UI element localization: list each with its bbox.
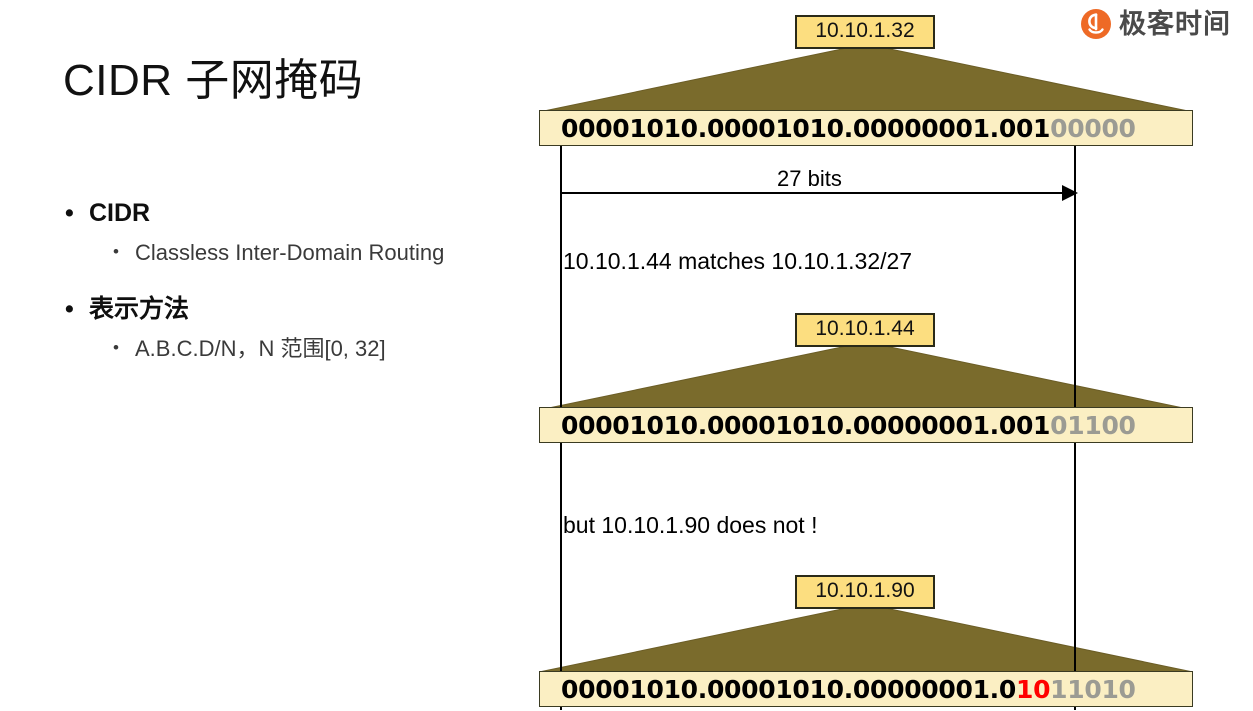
prefix-end-guide-line: [1074, 110, 1076, 710]
network-bits-2: 00001010.00001010.00000001.001: [561, 410, 1051, 440]
list-item-label: Classless Inter-Domain Routing: [135, 240, 445, 266]
mismatch-bits-3: 10: [1015, 674, 1051, 704]
page-title: CIDR 子网掩码: [63, 56, 364, 105]
list-item-notation: • 表示方法: [63, 294, 503, 325]
prefix-start-guide-line: [560, 110, 562, 710]
list-item-cidr: • CIDR: [63, 198, 503, 229]
list-item-label: CIDR: [89, 199, 151, 227]
list-item-notation-format: • A.B.C.D/N，N 范围[0, 32]: [63, 335, 503, 364]
bullet-marker-icon: •: [113, 338, 119, 358]
badge-ip-1: 10.10.1.32: [795, 15, 935, 50]
bitbar-row-3-text: 00001010.00001010.00000001.01011010: [540, 677, 1136, 702]
network-bits-1: 00001010.00001010.00000001.001: [561, 113, 1051, 143]
prefix-width-label: 27 bits: [777, 166, 842, 191]
host-bits-2: 01100: [1050, 410, 1136, 440]
badge-ip-2: 10.10.1.44: [795, 313, 935, 348]
network-bits-3: 00001010.00001010.00000001.0: [561, 674, 1016, 704]
bitbar-row-1-text: 00001010.00001010.00000001.00100000: [540, 116, 1136, 141]
badge-ip-3: 10.10.1.90: [795, 575, 935, 610]
bitbar-row-2: 00001010.00001010.00000001.00101100: [539, 407, 1193, 443]
bullet-list: • CIDR • Classless Inter-Domain Routing …: [63, 198, 503, 390]
caption-nomatch: but 10.10.1.90 does not !: [563, 512, 818, 538]
triangle-row-1: [539, 44, 1193, 112]
bitbar-row-2-text: 00001010.00001010.00000001.00101100: [540, 413, 1136, 438]
prefix-width-arrow: [560, 185, 1078, 201]
brand-logo-label: 极客时间: [1119, 8, 1231, 39]
list-item-label: 表示方法: [89, 294, 190, 323]
geekbang-logo-icon: [1080, 8, 1112, 40]
bitbar-row-3: 00001010.00001010.00000001.01011010: [539, 671, 1193, 707]
caption-match: 10.10.1.44 matches 10.10.1.32/27: [563, 248, 913, 274]
bullet-marker-icon: •: [65, 199, 74, 227]
bullet-marker-icon: •: [65, 294, 74, 323]
triangle-row-2: [539, 342, 1193, 410]
host-bits-3: 11010: [1050, 674, 1136, 704]
bullet-marker-icon: •: [113, 242, 119, 262]
bitbar-row-1: 00001010.00001010.00000001.00100000: [539, 110, 1193, 146]
brand-logo: 极客时间: [1080, 8, 1231, 40]
triangle-row-3: [539, 604, 1193, 672]
host-bits-1: 00000: [1050, 113, 1136, 143]
list-item-cidr-expansion: • Classless Inter-Domain Routing: [63, 239, 503, 268]
list-item-label: A.B.C.D/N，N 范围[0, 32]: [135, 336, 386, 362]
